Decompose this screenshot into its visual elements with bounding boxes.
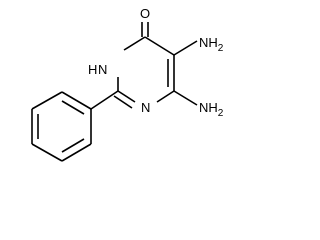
bond-n3-c4 <box>123 36 146 51</box>
ring-nh-nitrogen-label: N <box>98 62 107 77</box>
phenyl-bond-2 <box>31 91 63 110</box>
phenyl-bond-5 <box>61 143 92 162</box>
oxygen-atom-label: O <box>140 6 150 21</box>
bond-c4-c5 <box>144 36 175 56</box>
ring-nh-hydrogen-label: H <box>88 62 97 77</box>
bond-c2-phenyl <box>90 90 119 110</box>
bond-n1-c2 <box>117 90 136 103</box>
ring-n-label: N <box>141 100 150 115</box>
amino-top-label: NH2 <box>199 35 224 54</box>
carbonyl-group <box>141 22 149 37</box>
amino-bottom-subscript: 2 <box>218 108 224 119</box>
chemical-structure: O H N N NH2 NH2 <box>31 6 224 162</box>
bond-c6-nh2 <box>173 90 198 106</box>
amino-bottom-label: NH2 <box>199 100 224 119</box>
phenyl-bond-4 <box>31 143 63 162</box>
phenyl-double-1 <box>61 100 85 115</box>
phenyl-double-3 <box>61 138 85 153</box>
pyrimidinone-ring <box>113 36 175 109</box>
amino-bottom-n: NH <box>199 100 218 115</box>
bond-n1-c2-double <box>113 95 133 109</box>
amino-top-subscript: 2 <box>218 43 224 54</box>
amino-top-n: NH <box>199 35 218 50</box>
phenyl-ring <box>31 91 92 162</box>
bond-c5-nh2 <box>173 40 198 56</box>
bond-c6-n1 <box>156 90 175 103</box>
phenyl-bond-1 <box>61 91 92 110</box>
